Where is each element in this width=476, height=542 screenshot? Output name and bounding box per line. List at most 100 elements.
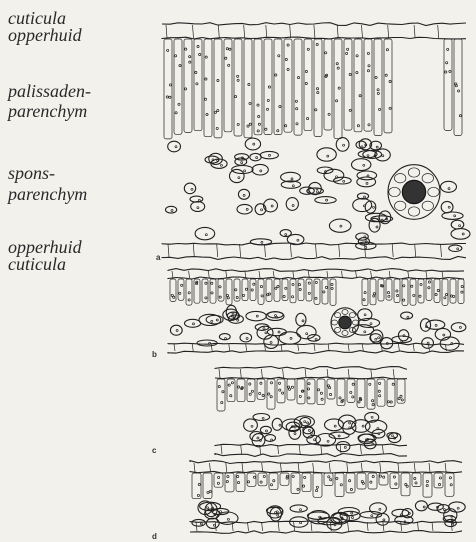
spongy-cell [308, 335, 320, 342]
chloroplast [450, 484, 452, 486]
spongy-cell [365, 213, 386, 221]
spongy-cell [356, 233, 369, 240]
palisade-cell [324, 39, 332, 130]
epidermis-cell-wall [244, 25, 245, 38]
cuticula-lower-line [162, 257, 466, 260]
chloroplast [428, 281, 430, 283]
epidermis-cell-wall [413, 344, 414, 351]
chloroplast [200, 523, 202, 525]
chloroplast [305, 82, 307, 84]
chloroplast [367, 175, 369, 177]
spongy-cell [195, 227, 215, 239]
chloroplast [273, 480, 275, 482]
spongy-cell [401, 312, 413, 319]
chloroplast [166, 96, 168, 98]
chloroplast [199, 53, 201, 55]
palisade-cell [174, 39, 182, 134]
chloroplast [220, 164, 222, 166]
palisade-cell [226, 279, 232, 305]
palisade-cell [294, 39, 302, 135]
palisade-cell [247, 473, 256, 486]
chloroplast [356, 55, 358, 57]
spongy-cell [264, 199, 278, 212]
chloroplast [257, 104, 259, 106]
chloroplast [285, 58, 287, 60]
chloroplast [349, 480, 351, 482]
epidermis-cell-wall [348, 522, 349, 531]
chloroplast [213, 524, 215, 526]
chloroplast [346, 52, 348, 54]
epidermis-cell-wall [313, 463, 314, 472]
chloroplast [427, 342, 429, 344]
epidermis-cell-wall [192, 344, 193, 351]
chloroplast [328, 476, 330, 478]
chloroplast [173, 296, 175, 298]
chloroplast [279, 389, 281, 391]
bundle-sheath-cell [352, 320, 358, 325]
chloroplast [285, 125, 287, 127]
chloroplast [167, 49, 169, 51]
epidermis-cell-wall [218, 25, 219, 38]
palisade-cell [412, 473, 421, 487]
epidermis-cell-wall [415, 244, 416, 257]
palisade-cell [258, 279, 264, 304]
epidermis-cell-wall [380, 463, 381, 472]
chloroplast [268, 86, 270, 88]
epidermis-cell-wall [174, 344, 175, 351]
palisade-cell [434, 473, 443, 488]
chloroplast [238, 177, 240, 179]
chloroplast [358, 401, 360, 403]
chloroplast [304, 421, 306, 423]
epidermis-cell-wall [398, 344, 399, 351]
chloroplast [269, 154, 271, 156]
palisade-cell [357, 379, 365, 408]
chloroplast [299, 288, 301, 290]
chloroplast [265, 332, 267, 334]
epidermis-cell-wall [226, 463, 227, 472]
chloroplast [178, 103, 180, 105]
chloroplast [265, 128, 267, 130]
chloroplast [443, 509, 445, 511]
epidermis-cell-wall [240, 244, 241, 257]
spongy-cell [168, 141, 181, 152]
palisade-cell [269, 473, 278, 490]
chloroplast [444, 297, 446, 299]
chloroplast [260, 481, 262, 483]
epidermis-cell-wall [262, 522, 263, 531]
chloroplast [305, 70, 307, 72]
chloroplast [448, 188, 450, 190]
chloroplast [325, 52, 327, 54]
chloroplast [262, 394, 264, 396]
chloroplast [241, 162, 243, 164]
bundle-sheath-cell [394, 201, 405, 210]
chloroplast [349, 73, 351, 75]
chloroplast [398, 398, 400, 400]
chloroplast [439, 477, 441, 479]
cuticula-lower-line [190, 531, 462, 534]
spongy-cell [451, 220, 464, 229]
spongy-cell [286, 198, 298, 211]
chloroplast [461, 286, 463, 288]
spongy-cell [244, 419, 258, 431]
chloroplast [445, 294, 447, 296]
palisade-cell [401, 473, 410, 496]
chloroplast [350, 488, 352, 490]
chloroplast [323, 291, 325, 293]
chloroplast [336, 176, 338, 178]
spongy-cell [317, 148, 336, 161]
chloroplast [308, 383, 310, 385]
spongy-cell [253, 414, 270, 421]
chloroplast [302, 320, 304, 322]
epidermis-cell-wall [246, 344, 247, 351]
palisade-cell [410, 279, 416, 305]
chloroplast [217, 110, 219, 112]
epidermis-cell-wall [328, 344, 329, 351]
chloroplast [376, 226, 378, 228]
chloroplast [230, 395, 232, 397]
chloroplast [286, 477, 288, 479]
palisade-cell [164, 39, 172, 139]
chloroplast [375, 338, 377, 340]
chloroplast [260, 382, 262, 384]
chloroplast [428, 287, 430, 289]
spongy-cell [422, 338, 434, 349]
